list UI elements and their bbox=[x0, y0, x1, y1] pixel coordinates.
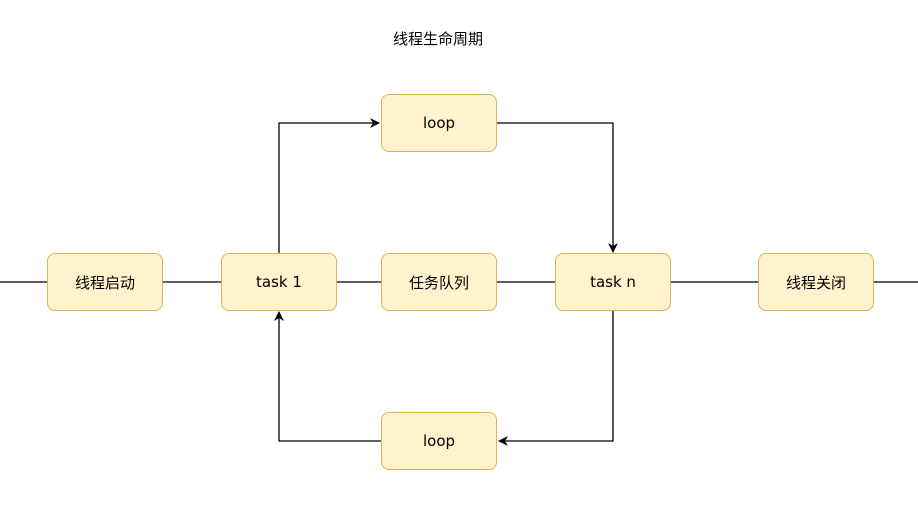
node-loop-bottom: loop bbox=[381, 412, 497, 470]
diagram-title: 线程生命周期 bbox=[392, 30, 483, 48]
edge-loop-bottom-to-task1 bbox=[274, 311, 381, 442]
edge-loop-top-to-taskn bbox=[497, 122, 618, 253]
node-thread-start: 线程启动 bbox=[47, 253, 163, 311]
edge-task1-to-loop-top bbox=[278, 118, 380, 253]
node-task-1: task 1 bbox=[221, 253, 337, 311]
node-loop-top: loop bbox=[381, 94, 497, 152]
node-task-n: task n bbox=[555, 253, 671, 311]
node-thread-close: 线程关闭 bbox=[758, 253, 874, 311]
node-task-queue: 任务队列 bbox=[381, 253, 497, 311]
edge-taskn-to-loop-bottom bbox=[498, 311, 614, 446]
